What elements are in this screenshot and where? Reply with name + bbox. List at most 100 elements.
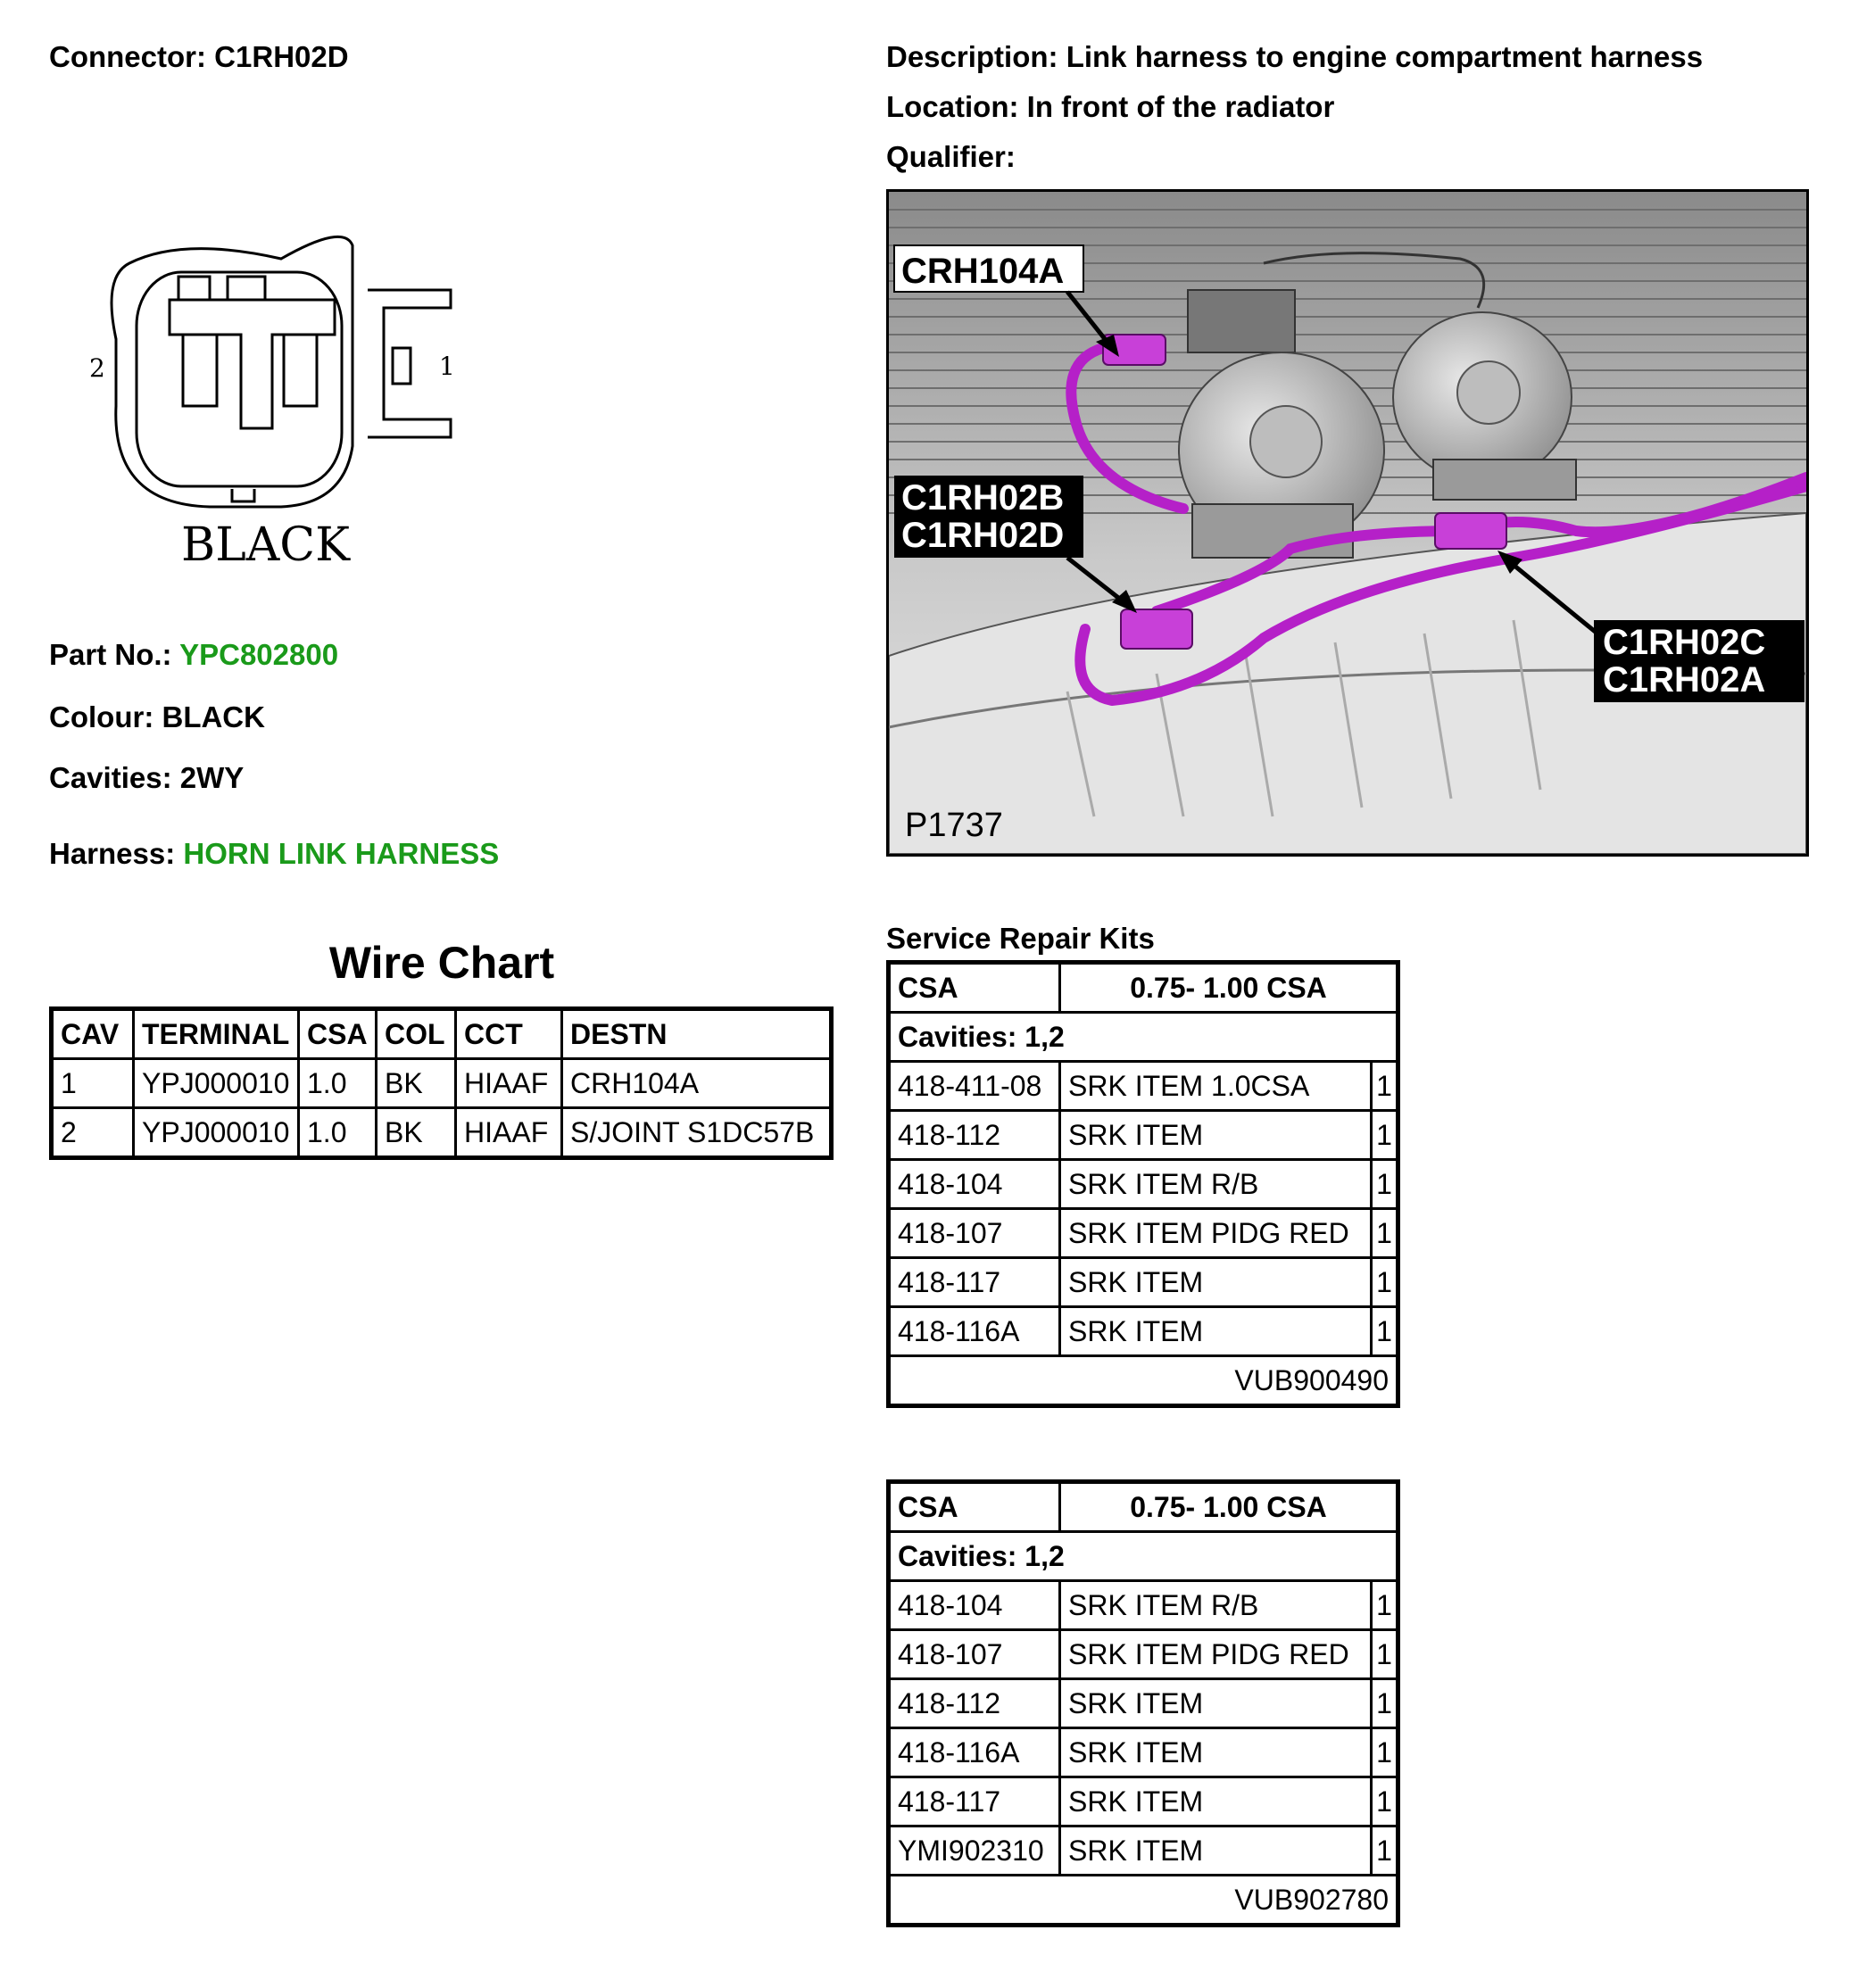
- callout-c1rh02b: C1RH02B: [901, 478, 1064, 518]
- connector-colour-text: BLACK: [181, 518, 351, 572]
- cell-cav: 1: [50, 1057, 135, 1109]
- kit-cavities-row: Cavities: 1,2: [887, 1011, 1399, 1063]
- header-terminal: TERMINAL: [132, 1007, 300, 1060]
- cell-csa: 1.0: [297, 1106, 377, 1159]
- kit-item-qty: 1: [1370, 1158, 1399, 1210]
- header-cct: CCT: [454, 1007, 563, 1060]
- harness-link[interactable]: HORN LINK HARNESS: [183, 837, 500, 870]
- harness-line: Harness: HORN LINK HARNESS: [49, 837, 499, 871]
- table-row: 418-116A SRK ITEM 1: [887, 1305, 1399, 1357]
- kit-item-code: 418-116A: [887, 1727, 1061, 1778]
- table-row: 2 YPJ000010 1.0 BK HIAAF S/JOINT S1DC57B: [50, 1106, 833, 1159]
- table-row: 418-411-08 SRK ITEM 1.0CSA 1: [887, 1060, 1399, 1112]
- connector-id: C1RH02D: [214, 40, 349, 73]
- kit-item-code: 418-112: [887, 1677, 1061, 1729]
- harness-label: Harness:: [49, 837, 176, 870]
- pin-1-label: 1: [439, 352, 455, 381]
- kit-item-code: 418-117: [887, 1776, 1061, 1827]
- header-destn: DESTN: [560, 1007, 833, 1060]
- callout-crh104a: CRH104A: [901, 252, 1064, 291]
- kit-csa-value: 0.75- 1.00 CSA: [1058, 961, 1399, 1014]
- kit-item-qty: 1: [1370, 1060, 1399, 1112]
- cell-cav: 2: [50, 1106, 135, 1159]
- location-label: Location:: [886, 90, 1019, 123]
- kit-item-code: 418-104: [887, 1158, 1061, 1210]
- description-line: Description: Link harness to engine comp…: [886, 40, 1703, 74]
- kit-item-code: 418-104: [887, 1579, 1061, 1631]
- kit-item-qty: 1: [1370, 1256, 1399, 1308]
- cavities-value: 2WY: [179, 761, 245, 794]
- kit-number-row: VUB902780: [887, 1874, 1399, 1926]
- kit-item-desc: SRK ITEM: [1058, 1776, 1373, 1827]
- service-repair-kits-title: Service Repair Kits: [886, 922, 1155, 955]
- kit-cavities: Cavities: 1,2: [887, 1530, 1399, 1582]
- table-row: 418-107 SRK ITEM PIDG RED 1: [887, 1207, 1399, 1259]
- kit-csa-row: CSA 0.75- 1.00 CSA: [887, 1480, 1399, 1533]
- table-row: 418-104 SRK ITEM R/B 1: [887, 1158, 1399, 1210]
- kit-number: VUB900490: [887, 1354, 1399, 1407]
- table-row: 418-112 SRK ITEM 1: [887, 1677, 1399, 1729]
- cell-destn: CRH104A: [560, 1057, 833, 1109]
- kit-item-code: YMI902310: [887, 1825, 1061, 1876]
- pin-2-label: 2: [89, 353, 105, 383]
- header-csa: CSA: [297, 1007, 377, 1060]
- cell-csa: 1.0: [297, 1057, 377, 1109]
- kit-item-qty: 1: [1370, 1825, 1399, 1876]
- header-col: COL: [375, 1007, 457, 1060]
- table-row: 418-117 SRK ITEM 1: [887, 1256, 1399, 1308]
- location-value: In front of the radiator: [1026, 90, 1335, 123]
- kit-csa-label: CSA: [887, 961, 1061, 1014]
- kit-number-row: VUB900490: [887, 1354, 1399, 1407]
- location-line: Location: In front of the radiator: [886, 90, 1334, 124]
- kit-item-qty: 1: [1370, 1305, 1399, 1357]
- table-row: 418-116A SRK ITEM 1: [887, 1727, 1399, 1778]
- kit-item-qty: 1: [1370, 1677, 1399, 1729]
- figure-id: P1737: [905, 807, 1003, 844]
- description-value: Link harness to engine compartment harne…: [1066, 40, 1704, 73]
- connector-face-diagram: 2 1 BLACK: [89, 235, 455, 572]
- cell-col: BK: [375, 1106, 457, 1159]
- header-cav: CAV: [50, 1007, 135, 1060]
- location-photo: CRH104A C1RH02B C1RH02D C1RH02C C1RH02A …: [886, 189, 1809, 857]
- kit-item-desc: SRK ITEM: [1058, 1256, 1373, 1308]
- qualifier-label: Qualifier:: [886, 140, 1016, 173]
- cell-cct: HIAAF: [454, 1106, 563, 1159]
- kit-cavities-row: Cavities: 1,2: [887, 1530, 1399, 1582]
- table-row: 418-104 SRK ITEM R/B 1: [887, 1579, 1399, 1631]
- kit-item-desc: SRK ITEM R/B: [1058, 1579, 1373, 1631]
- description-label: Description:: [886, 40, 1058, 73]
- cell-terminal: YPJ000010: [132, 1106, 300, 1159]
- callout-c1rh02a: C1RH02A: [1603, 660, 1765, 700]
- table-row: YMI902310 SRK ITEM 1: [887, 1825, 1399, 1876]
- table-row: 1 YPJ000010 1.0 BK HIAAF CRH104A: [50, 1057, 833, 1109]
- connector-heading: Connector: C1RH02D: [49, 40, 349, 74]
- kit-item-desc: SRK ITEM: [1058, 1727, 1373, 1778]
- cavities-label: Cavities:: [49, 761, 172, 794]
- kit-item-qty: 1: [1370, 1628, 1399, 1680]
- kit-csa-value: 0.75- 1.00 CSA: [1058, 1480, 1399, 1533]
- kit-item-code: 418-112: [887, 1109, 1061, 1161]
- kit-item-code: 418-107: [887, 1207, 1061, 1259]
- kit-item-desc: SRK ITEM PIDG RED: [1058, 1628, 1373, 1680]
- kit-item-desc: SRK ITEM R/B: [1058, 1158, 1373, 1210]
- kit-item-desc: SRK ITEM 1.0CSA: [1058, 1060, 1373, 1112]
- cell-col: BK: [375, 1057, 457, 1109]
- cell-terminal: YPJ000010: [132, 1057, 300, 1109]
- kit-item-code: 418-107: [887, 1628, 1061, 1680]
- callout-c1rh02c: C1RH02C: [1603, 623, 1765, 662]
- wire-chart-header-row: CAV TERMINAL CSA COL CCT DESTN: [50, 1007, 833, 1060]
- kit-item-qty: 1: [1370, 1727, 1399, 1778]
- kit-item-qty: 1: [1370, 1579, 1399, 1631]
- kit-item-desc: SRK ITEM: [1058, 1305, 1373, 1357]
- part-no-line: Part No.: YPC802800: [49, 638, 338, 672]
- table-row: 418-112 SRK ITEM 1: [887, 1109, 1399, 1161]
- kit-item-desc: SRK ITEM PIDG RED: [1058, 1207, 1373, 1259]
- colour-value: BLACK: [162, 700, 265, 733]
- repair-kit-table-2: CSA 0.75- 1.00 CSA Cavities: 1,2 418-104…: [886, 1479, 1400, 1927]
- kit-csa-label: CSA: [887, 1480, 1061, 1533]
- part-no-link[interactable]: YPC802800: [179, 638, 339, 671]
- table-row: 418-107 SRK ITEM PIDG RED 1: [887, 1628, 1399, 1680]
- kit-item-code: 418-411-08: [887, 1060, 1061, 1112]
- kit-item-desc: SRK ITEM: [1058, 1109, 1373, 1161]
- kit-item-qty: 1: [1370, 1109, 1399, 1161]
